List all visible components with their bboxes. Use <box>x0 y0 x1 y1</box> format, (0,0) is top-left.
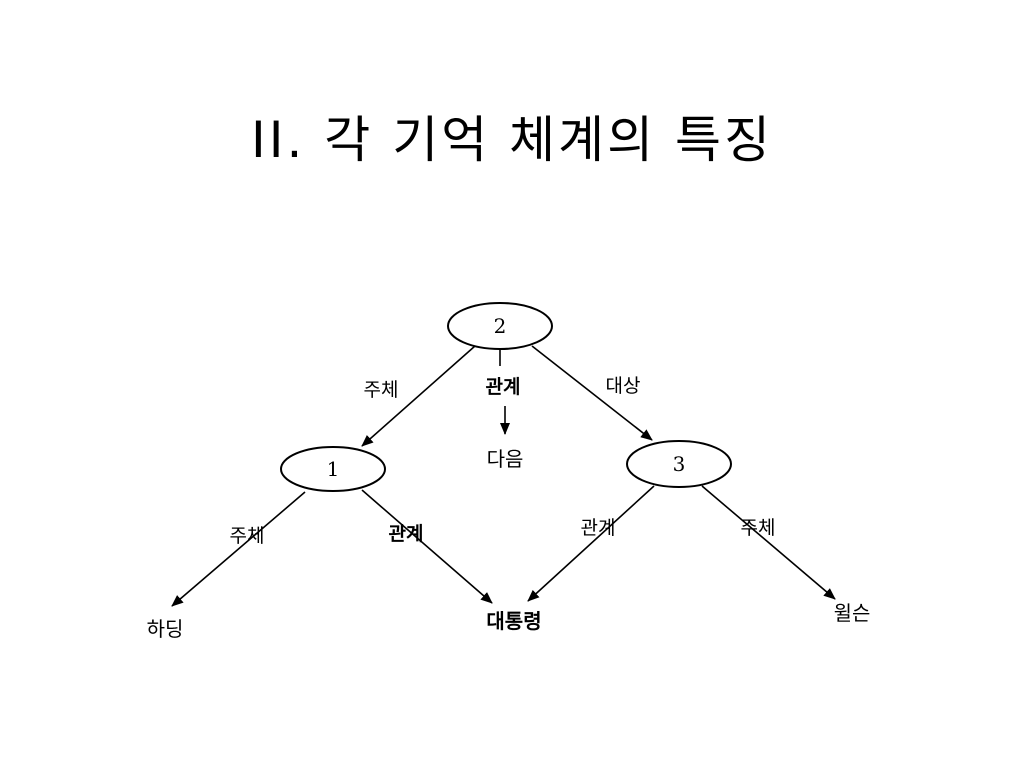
node-2-label: 2 <box>494 314 507 338</box>
edge-label-1-to-president: 관계 <box>389 523 424 545</box>
edge-label-2-to-1: 주체 <box>364 379 399 401</box>
node-1-ellipse <box>280 446 386 492</box>
node-2: 2 <box>447 302 553 350</box>
edge-1-to-president <box>361 489 493 604</box>
node-2-ellipse <box>447 302 553 350</box>
edge-label-3-to-wilson: 주체 <box>741 517 776 539</box>
slide-title: II. 각 기억 체계의 특징 <box>251 111 773 169</box>
edge-3-to-president <box>527 485 655 602</box>
leaf-label-harding: 하딩 <box>147 617 184 641</box>
leaf-label-president: 대통령 <box>486 609 541 633</box>
node-3-label: 3 <box>673 452 686 476</box>
node-3: 3 <box>626 440 732 488</box>
node-1: 1 <box>280 446 386 492</box>
edge-label-2-to-3: 대상 <box>606 375 641 397</box>
edge-label-3-to-president: 관계 <box>581 517 616 539</box>
edge-2-to-3 <box>531 345 653 441</box>
node-1-label: 1 <box>327 457 340 481</box>
edge-label-2-to-next: 관계 <box>486 376 521 398</box>
edge-label-1-to-harding: 주체 <box>230 525 265 547</box>
edge-3-to-wilson <box>701 485 836 600</box>
leaf-label-wilson: 윌슨 <box>834 601 871 625</box>
edge-2-to-1 <box>361 345 476 447</box>
leaf-label-next: 다음 <box>487 447 524 471</box>
node-3-ellipse <box>626 440 732 488</box>
edge-1-to-harding <box>171 491 306 607</box>
